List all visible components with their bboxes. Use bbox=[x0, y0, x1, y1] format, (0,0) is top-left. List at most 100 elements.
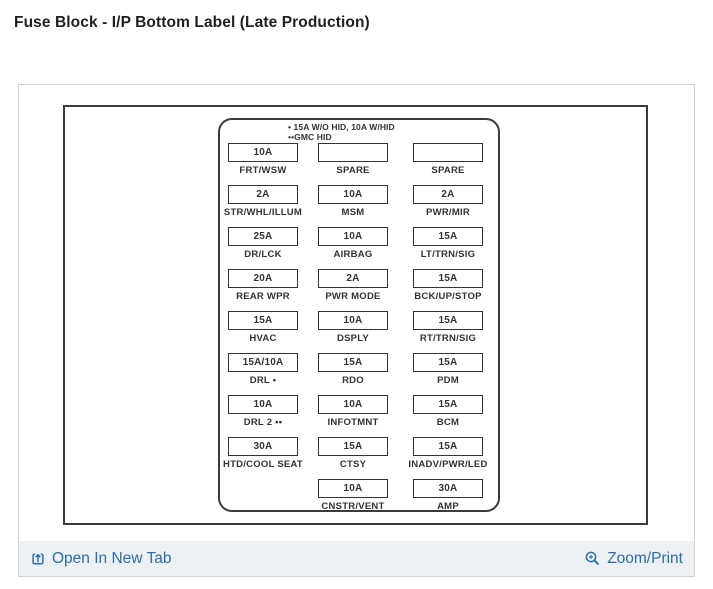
fuse-cell: 15A BCK/UP/STOP bbox=[393, 269, 503, 302]
fuse-cell: SPARE bbox=[393, 143, 503, 176]
fuse-box bbox=[413, 143, 483, 162]
fuse-label: DRL • bbox=[249, 375, 277, 386]
fuse-label: RT/TRN/SIG bbox=[419, 333, 477, 344]
fuse-amp: 10A bbox=[253, 399, 273, 410]
fuse-amp: 15A bbox=[253, 315, 273, 326]
fuse-box: 15A bbox=[318, 353, 388, 372]
fuse-cell: 15A LT/TRN/SIG bbox=[393, 227, 503, 260]
fuse-box: 25A bbox=[228, 227, 298, 246]
fuse-amp: 15A bbox=[438, 231, 458, 242]
fuse-label: CTSY bbox=[339, 459, 367, 470]
fuse-amp: 10A bbox=[343, 315, 363, 326]
fuse-label: RDO bbox=[342, 375, 364, 386]
fuse-amp: 15A bbox=[438, 441, 458, 452]
fuse-box: 15A bbox=[413, 227, 483, 246]
fuse-cell: 10A INFOTMNT bbox=[298, 395, 408, 428]
fuse-label: CNSTR/VENT bbox=[321, 501, 385, 512]
fuse-box: 15A bbox=[413, 353, 483, 372]
fuse-amp: 15A bbox=[343, 357, 363, 368]
fuse-cell: 30A AMP bbox=[393, 479, 503, 512]
fuse-label: REAR WPR bbox=[236, 291, 290, 302]
fuse-label: DR/LCK bbox=[244, 249, 282, 260]
fuse-label: SPARE bbox=[431, 165, 465, 176]
fuse-cell: 10A CNSTR/VENT bbox=[298, 479, 408, 512]
fuse-label: AMP bbox=[437, 501, 459, 512]
fuse-box: 15A bbox=[413, 437, 483, 456]
legend: • 15A W/O HID, 10A W/HID ••GMC HID bbox=[288, 122, 395, 142]
fuse-box: 20A bbox=[228, 269, 298, 288]
fuse-box: 10A bbox=[228, 143, 298, 162]
fuse-cell: 15A PDM bbox=[393, 353, 503, 386]
fuse-box: 2A bbox=[228, 185, 298, 204]
fuse-label: PDM bbox=[437, 375, 459, 386]
fuse-box: 15A bbox=[413, 269, 483, 288]
fuse-cell: 15A/10A DRL • bbox=[208, 353, 318, 386]
fuse-box: 2A bbox=[318, 269, 388, 288]
fuse-cell: 15A RT/TRN/SIG bbox=[393, 311, 503, 344]
fuse-label: SPARE bbox=[336, 165, 370, 176]
fuse-box: 10A bbox=[228, 395, 298, 414]
zoom-print-link[interactable]: Zoom/Print bbox=[584, 550, 683, 568]
fuse-label: DSPLY bbox=[336, 333, 370, 344]
fuse-box: 10A bbox=[318, 479, 388, 498]
fuse-cell: 2A STR/WHL/ILLUM bbox=[208, 185, 318, 218]
open-in-new-tab-link[interactable]: Open In New Tab bbox=[30, 550, 171, 568]
fuse-amp: 10A bbox=[253, 147, 273, 158]
fuse-cell: 10A FRT/WSW bbox=[208, 143, 318, 176]
page-title: Fuse Block - I/P Bottom Label (Late Prod… bbox=[14, 14, 370, 31]
fuse-amp: 20A bbox=[253, 273, 273, 284]
fuse-amp: 15A bbox=[438, 357, 458, 368]
fuse-cell: 15A CTSY bbox=[298, 437, 408, 470]
fuse-cell: 15A RDO bbox=[298, 353, 408, 386]
legend-line-1: • 15A W/O HID, 10A W/HID bbox=[288, 122, 395, 132]
fuse-label: INADV/PWR/LED bbox=[408, 459, 488, 470]
magnifier-plus-icon bbox=[584, 550, 601, 567]
fuse-box: 2A bbox=[413, 185, 483, 204]
fuse-amp: 15A bbox=[438, 273, 458, 284]
fuse-label: FRT/WSW bbox=[239, 165, 287, 176]
fuse-cell: 20A REAR WPR bbox=[208, 269, 318, 302]
content-panel: • 15A W/O HID, 10A W/HID ••GMC HID 10A FR… bbox=[18, 84, 695, 577]
fuse-label: HTD/COOL SEAT bbox=[223, 459, 303, 470]
fuse-block-outline: • 15A W/O HID, 10A W/HID ••GMC HID 10A FR… bbox=[218, 118, 500, 512]
fuse-box: 30A bbox=[413, 479, 483, 498]
fuse-cell: 10A DSPLY bbox=[298, 311, 408, 344]
fuse-label: DRL 2 •• bbox=[243, 417, 283, 428]
fuse-cell: 15A INADV/PWR/LED bbox=[393, 437, 503, 470]
fuse-cell: 25A DR/LCK bbox=[208, 227, 318, 260]
fuse-amp: 15A/10A bbox=[242, 357, 284, 368]
fuse-label: LT/TRN/SIG bbox=[420, 249, 476, 260]
fuse-amp: 30A bbox=[253, 441, 273, 452]
fuse-box: 10A bbox=[318, 185, 388, 204]
fuse-box: 10A bbox=[318, 395, 388, 414]
fuse-amp: 2A bbox=[346, 273, 360, 284]
fuse-label: STR/WHL/ILLUM bbox=[223, 207, 303, 218]
fuse-label: AIRBAG bbox=[333, 249, 373, 260]
fuse-amp: 10A bbox=[343, 189, 363, 200]
fuse-box: 15A/10A bbox=[228, 353, 298, 372]
fuse-amp: 10A bbox=[343, 399, 363, 410]
fuse-box: 15A bbox=[413, 395, 483, 414]
fuse-amp: 2A bbox=[256, 189, 270, 200]
fuse-amp: 15A bbox=[343, 441, 363, 452]
fuse-box: 15A bbox=[413, 311, 483, 330]
fuse-label: INFOTMNT bbox=[327, 417, 379, 428]
fuse-label: BCM bbox=[436, 417, 460, 428]
fuse-cell: 2A PWR/MIR bbox=[393, 185, 503, 218]
open-in-new-tab-label: Open In New Tab bbox=[52, 549, 172, 567]
fuse-amp: 30A bbox=[438, 483, 458, 494]
fuse-cell: 10A AIRBAG bbox=[298, 227, 408, 260]
fuse-label: BCK/UP/STOP bbox=[414, 291, 482, 302]
fuse-amp: 25A bbox=[253, 231, 273, 242]
fuse-cell: 10A DRL 2 •• bbox=[208, 395, 318, 428]
fuse-box: 10A bbox=[318, 311, 388, 330]
fuse-amp: 10A bbox=[343, 231, 363, 242]
fuse-label: PWR/MIR bbox=[426, 207, 470, 218]
fuse-box: 30A bbox=[228, 437, 298, 456]
fuse-cell: 15A BCM bbox=[393, 395, 503, 428]
fuse-box: 15A bbox=[228, 311, 298, 330]
